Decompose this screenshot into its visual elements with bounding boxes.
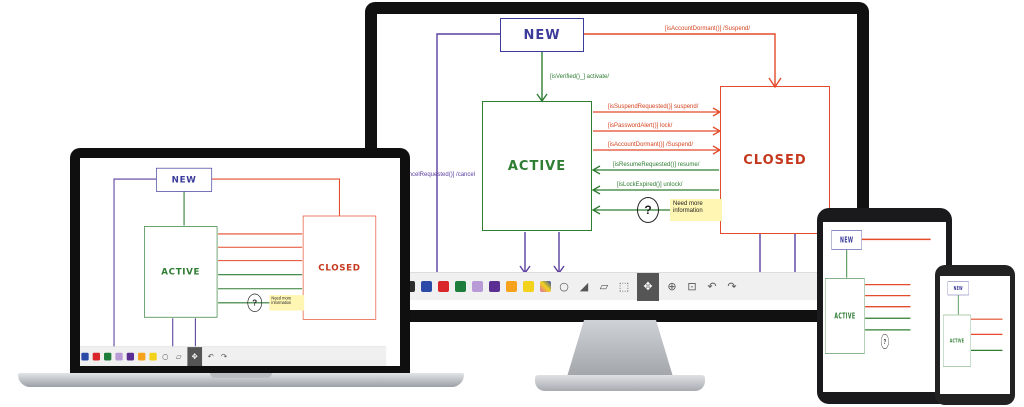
tablet-state-new-label: NEW xyxy=(840,235,854,245)
state-active[interactable]: ACTIVE xyxy=(482,101,592,231)
transition-lock-expired: [isLockExpired()] unlock/ xyxy=(617,182,683,188)
phone-state-new-label: NEW xyxy=(953,285,963,292)
phone-state-active[interactable]: ACTIVE xyxy=(943,314,971,367)
state-diagram: NEW ACTIVE CLOSED [isVerified()_] activa… xyxy=(377,14,845,301)
laptop-color-red-swatch[interactable] xyxy=(92,352,101,361)
laptop-undo-icon[interactable]: ↶ xyxy=(207,352,214,362)
redo-icon[interactable]: ↷ xyxy=(727,280,737,293)
color-purple-swatch[interactable] xyxy=(489,281,500,292)
transition-dormant: [isAccountDormant()] /Suspend/ xyxy=(608,142,694,148)
laptop-question-icon: ? xyxy=(247,293,263,312)
laptop-diagram-view: NEW ACTIVE CLOSED ? Need more informatio… xyxy=(80,158,387,366)
phone-screen: NEW ACTIVE xyxy=(940,276,1010,394)
state-new-label: NEW xyxy=(523,27,561,43)
tablet-screen: NEW ACTIVE ? xyxy=(823,222,946,392)
laptop: NEW ACTIVE CLOSED ? Need more informatio… xyxy=(70,148,410,373)
laptop-state-new-label: NEW xyxy=(171,174,197,186)
select-icon[interactable]: ⬚ xyxy=(618,280,630,293)
question-icon: ? xyxy=(637,197,659,223)
laptop-base xyxy=(18,373,464,387)
phone-diagram-arrows xyxy=(957,295,1003,352)
state-closed[interactable]: CLOSED xyxy=(720,86,830,234)
undo-icon[interactable]: ↶ xyxy=(707,280,717,293)
laptop-eraser-icon[interactable]: ▱ xyxy=(175,352,182,362)
eraser-icon[interactable]: ▱ xyxy=(599,280,609,293)
state-new[interactable]: NEW xyxy=(500,18,584,52)
laptop-state-closed[interactable]: CLOSED xyxy=(302,215,377,320)
transition-resume-requested: [isResumeRequested()] resume/ xyxy=(613,162,700,168)
tablet-state-active-label: ACTIVE xyxy=(834,311,856,321)
color-orange-swatch[interactable] xyxy=(506,281,517,292)
tablet-state-new[interactable]: NEW xyxy=(831,230,862,250)
tablet: NEW ACTIVE ? xyxy=(817,208,952,404)
laptop-diagram-arrows xyxy=(113,178,341,366)
laptop-move-icon[interactable]: ✥ xyxy=(187,346,203,366)
phone-state-new[interactable]: NEW xyxy=(947,281,969,296)
color-green-swatch[interactable] xyxy=(455,281,466,292)
question-mark-text: ? xyxy=(644,203,652,217)
laptop-color-lavender-swatch[interactable] xyxy=(115,352,123,361)
laptop-state-closed-label: CLOSED xyxy=(318,262,361,273)
color-picker-swatch[interactable] xyxy=(540,281,551,292)
circle-tool-icon[interactable]: ○ xyxy=(559,280,569,293)
transition-password-alert: [isPasswordAlert()] lock/ xyxy=(608,123,673,129)
laptop-redo-icon[interactable]: ↷ xyxy=(221,352,228,362)
monitor-stand-neck xyxy=(566,320,674,380)
monitor-stand-base xyxy=(535,375,705,391)
transition-cancel-requested: [isCancelRequested()] /cancel xyxy=(395,172,476,178)
move-icon[interactable]: ✥ xyxy=(637,272,659,301)
laptop-circle-tool-icon[interactable]: ○ xyxy=(162,352,169,362)
transition-dormant-top: [isAccountDormant()] /Suspend/ xyxy=(665,26,751,32)
transition-verified: [isVerified()_] activate/ xyxy=(550,74,610,80)
fill-tool-icon[interactable]: ◢ xyxy=(579,280,589,293)
sticky-note[interactable]: Need more information xyxy=(670,199,722,221)
zoom-fit-icon[interactable]: ⊡ xyxy=(687,280,697,293)
laptop-state-active-label: ACTIVE xyxy=(161,266,201,278)
laptop-state-new[interactable]: NEW xyxy=(156,167,213,192)
color-lavender-swatch[interactable] xyxy=(472,281,483,292)
laptop-notch xyxy=(210,373,272,378)
drawing-toolbar: ○ ◢ ▱ ⬚ ✥ ⊕ ⊡ ↶ ↷ xyxy=(398,272,845,301)
laptop-color-purple-swatch[interactable] xyxy=(126,352,135,361)
color-blue-swatch[interactable] xyxy=(421,281,432,292)
laptop-toolbar: ○ ▱ ✥ ↶ ↷ xyxy=(80,346,387,366)
laptop-color-green-swatch[interactable] xyxy=(104,352,112,361)
tablet-question-icon: ? xyxy=(880,333,889,350)
monitor-screen: NEW ACTIVE CLOSED [isVerified()_] activa… xyxy=(377,14,857,310)
laptop-color-orange-swatch[interactable] xyxy=(138,352,146,361)
phone-diagram-view: NEW ACTIVE xyxy=(940,276,1010,394)
zoom-in-icon[interactable]: ⊕ xyxy=(667,280,677,293)
laptop-state-active[interactable]: ACTIVE xyxy=(144,226,218,318)
tablet-state-active[interactable]: ACTIVE xyxy=(825,278,865,354)
color-red-swatch[interactable] xyxy=(438,281,449,292)
laptop-color-blue-swatch[interactable] xyxy=(81,352,89,361)
state-active-label: ACTIVE xyxy=(507,158,567,174)
desktop-monitor: NEW ACTIVE CLOSED [isVerified()_] activa… xyxy=(365,2,869,322)
tablet-diagram-arrows xyxy=(846,238,931,331)
transition-suspend-requested: [isSuspendRequested()] suspend/ xyxy=(608,104,699,110)
laptop-screen: NEW ACTIVE CLOSED ? Need more informatio… xyxy=(80,158,400,366)
color-yellow-swatch[interactable] xyxy=(523,281,534,292)
laptop-question-mark-text: ? xyxy=(252,297,258,308)
laptop-sticky-note[interactable]: Need more information xyxy=(269,295,305,311)
diagram-arrows xyxy=(436,33,796,300)
phone: NEW ACTIVE xyxy=(935,265,1015,405)
tablet-diagram-view: NEW ACTIVE ? xyxy=(823,222,946,392)
tablet-question-mark-text: ? xyxy=(883,337,887,346)
state-closed-label: CLOSED xyxy=(743,152,807,168)
laptop-color-yellow-swatch[interactable] xyxy=(149,352,157,361)
phone-state-active-label: ACTIVE xyxy=(949,337,965,344)
